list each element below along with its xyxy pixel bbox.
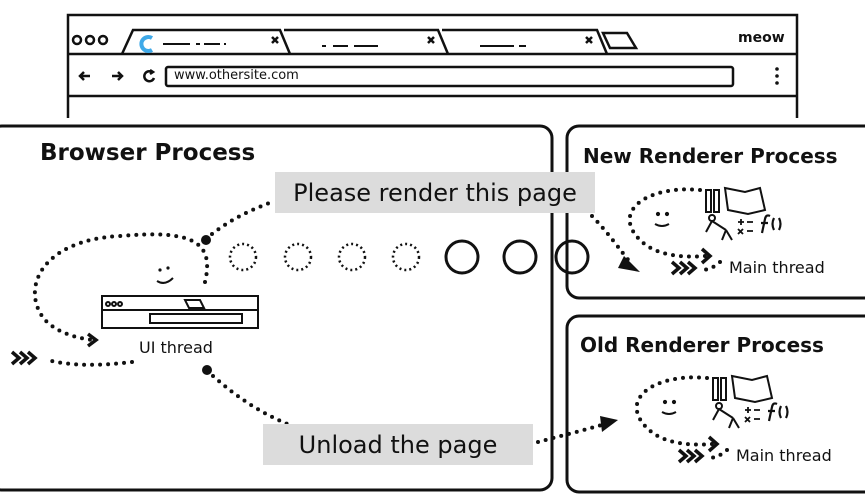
new-renderer-title: New Renderer Process: [583, 144, 838, 168]
new-tab-button: [601, 31, 639, 50]
profile-label: meow: [738, 30, 785, 46]
tab-1: [120, 28, 292, 55]
ui-thread-figure: [10, 232, 259, 367]
browser-process-title: Browser Process: [40, 140, 256, 166]
math-icon: [744, 407, 760, 423]
tab-2: [284, 28, 450, 55]
window-controls-icon: [71, 34, 109, 46]
tab-3: [442, 28, 609, 55]
address-bar: [164, 65, 735, 88]
back-icon: [78, 71, 90, 81]
arrows: [201, 200, 640, 444]
books-icon: [705, 186, 767, 216]
forward-icon: [112, 71, 124, 81]
tree-icon: [712, 402, 740, 429]
old-renderer-box: [565, 314, 865, 494]
new-renderer-main-thread-figure: [627, 186, 782, 276]
mini-browser-icon: [101, 295, 259, 329]
tree-icon: [705, 214, 733, 241]
render-message-label: Please render this page: [275, 172, 595, 213]
browser-process-box: [0, 124, 554, 492]
old-renderer-title: Old Renderer Process: [580, 333, 824, 357]
function-icon: [767, 402, 789, 422]
old-renderer-thread-label: Main thread: [736, 446, 832, 465]
ui-thread-label: UI thread: [139, 338, 213, 357]
ipc-message-queue: [228, 239, 590, 275]
browser-window: [66, 13, 799, 118]
address-bar-url[interactable]: www.othersite.com: [174, 68, 299, 83]
loading-spinner-icon: [139, 35, 154, 53]
new-renderer-thread-label: Main thread: [729, 258, 825, 277]
unload-message-label: Unload the page: [263, 424, 533, 465]
menu-icon: [775, 67, 779, 85]
function-icon: [760, 214, 782, 234]
old-renderer-main-thread-figure: [634, 374, 789, 464]
reload-icon: [143, 68, 156, 83]
books-icon: [712, 374, 774, 404]
math-icon: [737, 219, 753, 235]
